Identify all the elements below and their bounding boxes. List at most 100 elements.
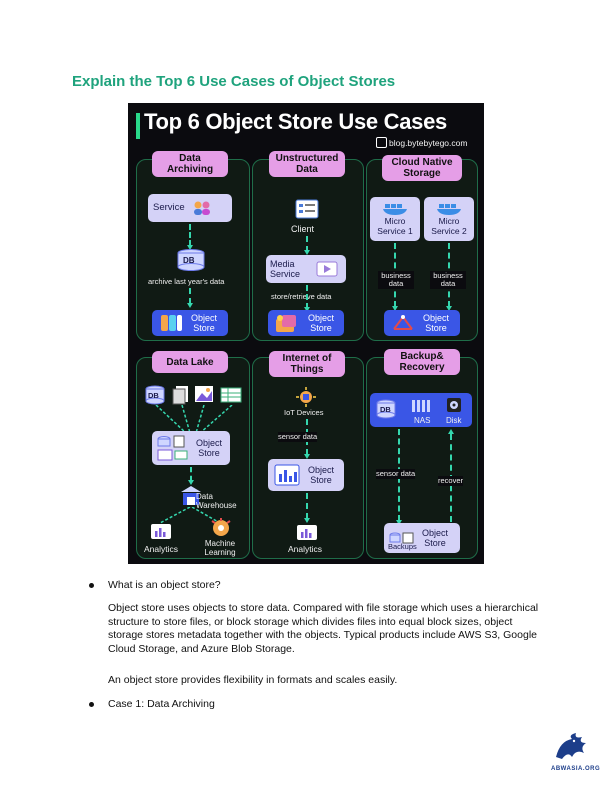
arrow-head: [392, 306, 398, 311]
analytics-label: Analytics: [288, 544, 323, 554]
documents-icon: [161, 315, 182, 331]
header-data-archiving: Data Archiving: [152, 151, 228, 177]
service-node: Service: [148, 194, 232, 222]
arrow-line: [190, 467, 192, 481]
bullet-case-1: Case 1: Data Archiving: [108, 698, 215, 710]
arrow-line: [189, 224, 191, 246]
arrow-head: [187, 245, 193, 250]
disk-icon: [447, 398, 461, 412]
object-store-node: Object Store: [384, 523, 460, 553]
header-data-lake: Data Lake: [152, 351, 228, 373]
object-store-node: Object Store: [152, 310, 228, 336]
image-icon: [195, 386, 213, 402]
service-label: Service: [153, 202, 185, 213]
arrow-head: [446, 306, 452, 311]
backups-label: Backups: [388, 542, 417, 551]
arrow-head: [396, 520, 402, 525]
object-store-label: Object Store: [421, 528, 448, 548]
object-store-node: Object Store: [268, 310, 344, 336]
media-service-label: Media Service: [270, 259, 301, 279]
object-store-label: Object Store: [422, 313, 449, 333]
analytics-icon: [151, 524, 171, 539]
nas-label: NAS: [414, 416, 431, 425]
header-unstructured-data: Unstructured Data: [269, 151, 345, 177]
arrow-head: [304, 250, 310, 255]
documents-icon: [172, 386, 188, 405]
micro-service-2-label: Micro Service 2: [431, 216, 467, 236]
arrow-head: [188, 480, 194, 485]
bytebytego-logo-icon: [376, 137, 387, 148]
db-label: DB: [380, 405, 391, 414]
brand-watermark: ABWASIA.ORG: [551, 731, 601, 772]
converging-arrows: [155, 405, 233, 434]
arrow-head: [304, 307, 310, 312]
arrow-line: [306, 285, 308, 309]
iot-devices-label: IoT Devices: [284, 408, 324, 417]
object-store-label: Object Store: [195, 438, 222, 458]
docker-icon: [383, 204, 407, 215]
arrow-head: [304, 454, 310, 459]
paragraph-flexibility: An object store provides flexibility in …: [108, 674, 398, 686]
object-store-label: Object Store: [190, 313, 217, 333]
database-icon: [376, 399, 396, 419]
arrow-head: [187, 303, 193, 308]
brand-label: ABWASIA.ORG: [551, 766, 601, 772]
infographic-site: blog.bytebytego.com: [376, 137, 467, 148]
header-cloud-native-storage: Cloud Native Storage: [382, 155, 462, 181]
disk-label: Disk: [446, 416, 462, 425]
title-accent-bar: [136, 113, 140, 139]
network-icon: [393, 315, 413, 330]
database-icon: [145, 385, 165, 405]
machine-learning-icon: [211, 518, 231, 536]
bullet-marker: [89, 583, 94, 588]
arrow-head: [448, 429, 454, 434]
bar-chart-icon: [274, 464, 300, 486]
object-store-label: Object Store: [307, 313, 334, 333]
arrow-line: [306, 236, 308, 252]
dragon-logo-icon: [556, 733, 586, 759]
media-service-node: Media Service: [266, 255, 346, 283]
spreadsheet-icon: [220, 387, 242, 403]
recover-label: recover: [438, 476, 464, 486]
client-icon: [295, 199, 319, 219]
users-icon: [193, 201, 210, 215]
arrow-line: [306, 493, 308, 519]
client-label: Client: [291, 224, 315, 234]
infographic-title: Top 6 Object Store Use Cases: [144, 109, 447, 134]
docker-icon: [437, 204, 461, 215]
backups-icon: [389, 532, 414, 544]
db-label: DB: [183, 256, 195, 265]
data-warehouse-label: Data Warehouse: [196, 492, 237, 510]
analytics-label: Analytics: [144, 544, 179, 554]
use-cases-infographic: Top 6 Object Store Use Cases blog.byteby…: [128, 103, 484, 564]
object-store-node: Object Store: [152, 431, 230, 465]
object-store-node: Object Store: [268, 459, 344, 491]
header-internet-of-things: Internet of Things: [269, 351, 345, 377]
nas-icon: [412, 400, 430, 412]
arrow-head: [304, 518, 310, 523]
archive-caption: archive last year's data: [148, 277, 225, 286]
header-backup-recovery: Backup& Recovery: [384, 349, 460, 375]
micro-service-1-label: Micro Service 1: [377, 216, 413, 236]
site-label: blog.bytebytego.com: [389, 138, 468, 148]
sensor-data-label: sensor data: [376, 469, 416, 479]
db-label: DB: [148, 391, 159, 400]
split-arrows: [159, 507, 221, 524]
store-retrieve-caption: store/retrieve data: [271, 292, 332, 301]
mixed-files-icon: [157, 435, 188, 461]
bullet-marker: [89, 702, 94, 707]
machine-learning-label: Machine Learning: [204, 539, 236, 557]
micro-service-1-node: Micro Service 1: [370, 197, 420, 241]
arrow-line: [189, 288, 191, 304]
media-files-icon: [276, 315, 296, 332]
media-icon: [316, 261, 338, 277]
warehouse-icon: [181, 486, 201, 505]
page-title: Explain the Top 6 Use Cases of Object St…: [72, 73, 396, 90]
paragraph-object-store: Object store uses objects to store data.…: [108, 602, 539, 655]
analytics-icon: [297, 525, 317, 540]
iot-devices-icon: [296, 387, 316, 407]
sensor-data-label: sensor data: [278, 432, 318, 442]
business-data-label-1: business data: [378, 271, 414, 289]
bullet-what-is-object-store: What is an object store?: [108, 579, 221, 591]
object-store-node: Object Store: [384, 310, 460, 336]
